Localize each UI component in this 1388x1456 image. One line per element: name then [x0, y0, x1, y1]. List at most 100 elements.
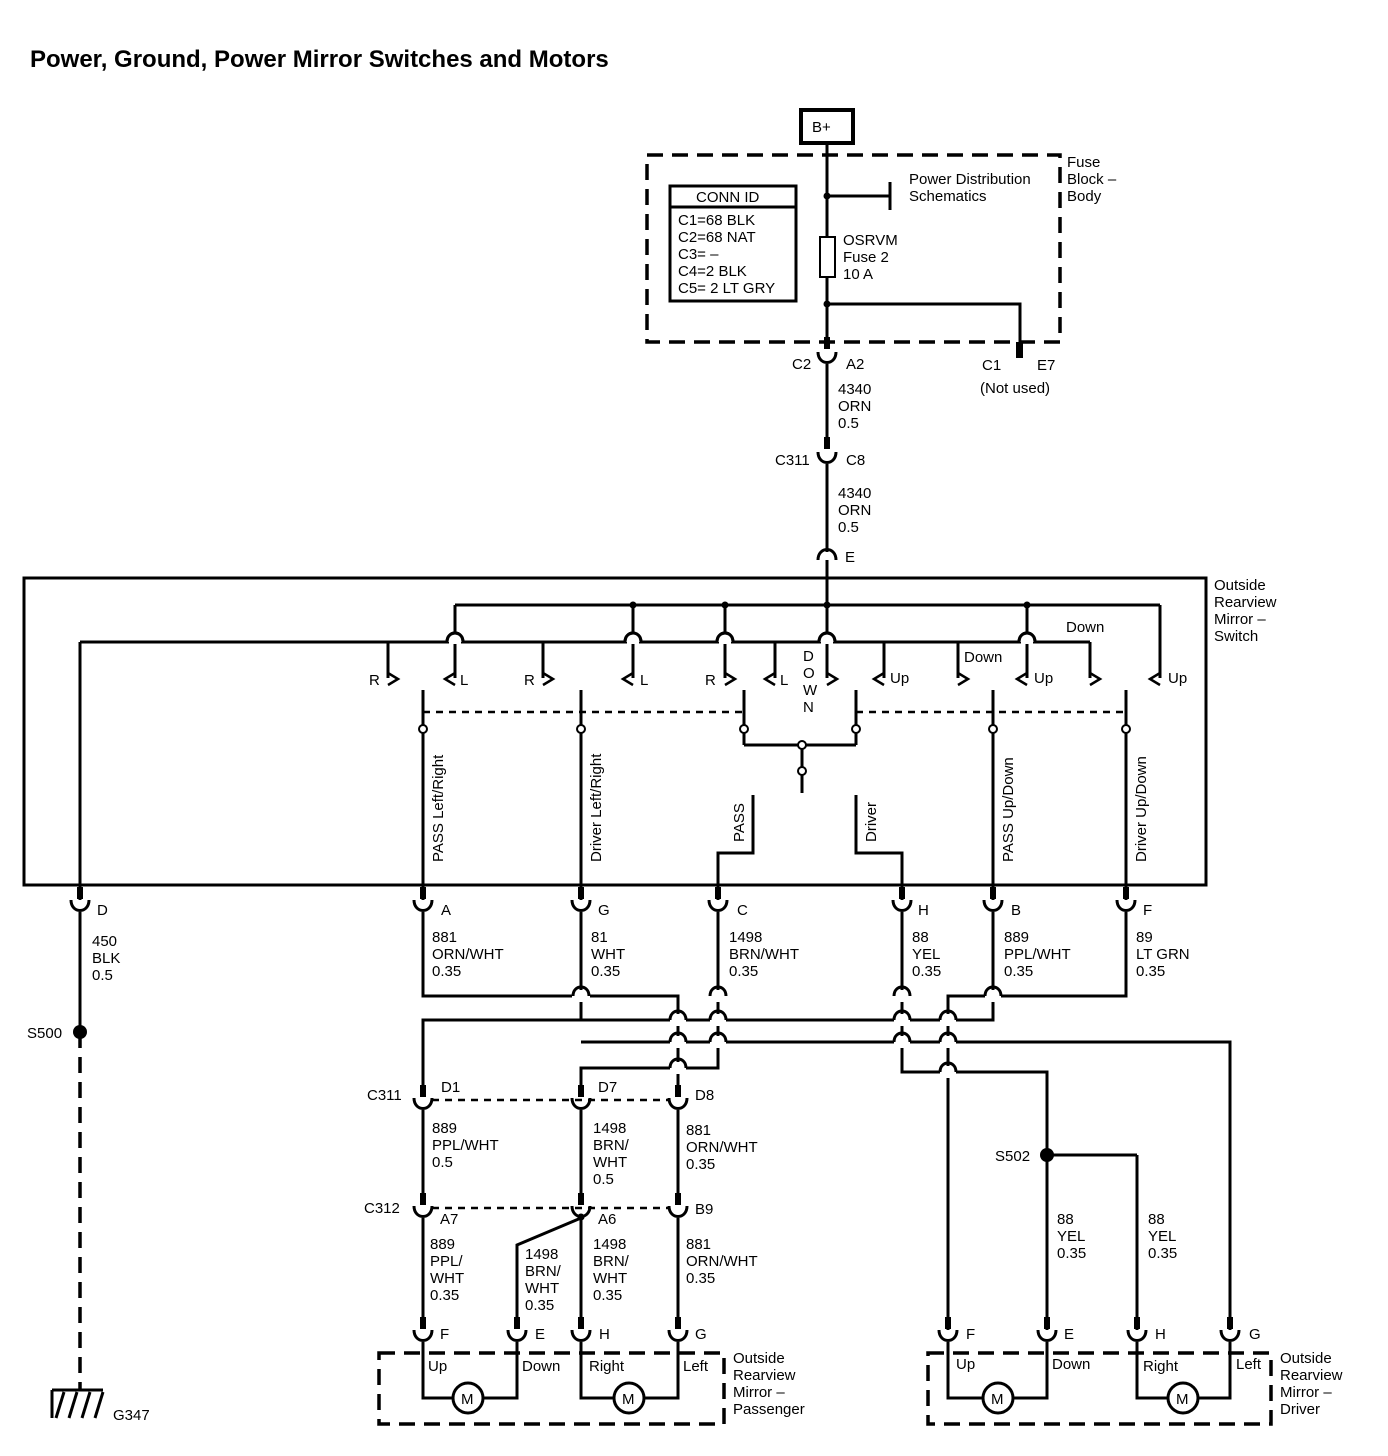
power-distribution-label: Power Distribution Schematics — [909, 171, 1031, 205]
svg-text:1498: 1498 — [729, 929, 762, 946]
svg-text:W: W — [803, 682, 818, 699]
fuse-label: OSRVM Fuse 2 10 A — [843, 232, 898, 283]
svg-text:0.35: 0.35 — [525, 1297, 554, 1314]
svg-text:R: R — [369, 672, 380, 689]
a2-label: A2 — [846, 356, 864, 373]
diagram-title: Power, Ground, Power Mirror Switches and… — [30, 46, 609, 73]
svg-text:Driver: Driver — [863, 802, 880, 842]
svg-text:Right: Right — [589, 1358, 625, 1375]
svg-text:0.35: 0.35 — [912, 963, 941, 980]
svg-text:OSRVM: OSRVM — [843, 232, 898, 249]
driver-mirror-connector — [937, 1317, 1241, 1342]
conn-id-table: CONN ID C1=68 BLK C2=68 NAT C3= – C4=2 B… — [668, 184, 798, 303]
svg-text:Block –: Block – — [1067, 171, 1117, 188]
svg-text:1498: 1498 — [525, 1246, 558, 1263]
svg-text:889: 889 — [432, 1120, 457, 1137]
svg-text:PPL/WHT: PPL/WHT — [432, 1137, 499, 1154]
svg-text:0.35: 0.35 — [1136, 963, 1165, 980]
svg-text:R: R — [524, 672, 535, 689]
svg-text:BRN/: BRN/ — [525, 1263, 562, 1280]
svg-text:ORN: ORN — [838, 398, 871, 415]
svg-text:C3= –: C3= – — [678, 246, 719, 263]
svg-text:H: H — [918, 902, 929, 919]
fuse-symbol — [819, 236, 836, 278]
c312-pin-a6: A6 — [598, 1211, 616, 1228]
fuse-block-body — [645, 153, 1062, 344]
svg-text:C2=68 NAT: C2=68 NAT — [678, 229, 756, 246]
svg-text:L: L — [640, 672, 648, 689]
svg-text:Outside: Outside — [1214, 577, 1266, 594]
svg-text:4340: 4340 — [838, 381, 871, 398]
svg-text:WHT: WHT — [591, 946, 625, 963]
switch-contact-labels: R L R L R L Up Down Up Up Down D O W N — [369, 619, 1187, 716]
svg-text:88: 88 — [1057, 1211, 1074, 1228]
passenger-mirror-connector — [412, 1317, 689, 1342]
svg-text:M: M — [622, 1391, 635, 1408]
svg-text:YEL: YEL — [1148, 1228, 1176, 1245]
c8-label: C8 — [846, 452, 865, 469]
svg-text:E: E — [535, 1326, 545, 1343]
svg-text:Body: Body — [1067, 188, 1102, 205]
battery-label: B+ — [812, 119, 831, 136]
wire-4340-lower: 4340 ORN 0.5 — [838, 485, 871, 536]
svg-text:881: 881 — [686, 1236, 711, 1253]
svg-text:G: G — [695, 1326, 707, 1343]
svg-text:Down: Down — [1066, 619, 1104, 636]
svg-text:1498: 1498 — [593, 1236, 626, 1253]
svg-text:Up: Up — [1168, 670, 1187, 687]
svg-text:Right: Right — [1143, 1358, 1179, 1375]
svg-text:L: L — [460, 672, 468, 689]
svg-text:889: 889 — [1004, 929, 1029, 946]
svg-text:0.35: 0.35 — [593, 1287, 622, 1304]
svg-text:Down: Down — [964, 649, 1002, 666]
svg-text:Mirror –: Mirror – — [1214, 611, 1266, 628]
svg-text:Schematics: Schematics — [909, 188, 987, 205]
svg-text:D: D — [97, 902, 108, 919]
svg-text:889: 889 — [430, 1236, 455, 1253]
svg-text:Left: Left — [683, 1358, 709, 1375]
svg-text:0.35: 0.35 — [1004, 963, 1033, 980]
svg-text:WHT: WHT — [593, 1154, 627, 1171]
svg-text:0.35: 0.35 — [686, 1156, 715, 1173]
ground-label: G347 — [113, 1407, 150, 1424]
c312-pin-b9: B9 — [695, 1201, 713, 1218]
svg-text:0.35: 0.35 — [1148, 1245, 1177, 1262]
svg-text:BRN/WHT: BRN/WHT — [729, 946, 799, 963]
svg-text:Passenger: Passenger — [733, 1401, 805, 1418]
svg-text:10 A: 10 A — [843, 266, 873, 283]
svg-text:0.35: 0.35 — [432, 963, 461, 980]
svg-text:0.5: 0.5 — [593, 1171, 614, 1188]
svg-text:Left: Left — [1236, 1356, 1262, 1373]
svg-text:Driver Up/Down: Driver Up/Down — [1133, 756, 1150, 862]
svg-text:BLK: BLK — [92, 950, 120, 967]
c311-pin-d8: D8 — [695, 1087, 714, 1104]
svg-text:Driver Left/Right: Driver Left/Right — [588, 753, 605, 862]
svg-text:ORN/WHT: ORN/WHT — [432, 946, 504, 963]
driver-motor-labels: Up Down Right Left — [956, 1356, 1262, 1375]
svg-text:A: A — [441, 902, 451, 919]
pin-e-label: E — [845, 549, 855, 566]
svg-text:Mirror –: Mirror – — [733, 1384, 785, 1401]
s502-label: S502 — [995, 1148, 1030, 1165]
svg-text:0.35: 0.35 — [430, 1287, 459, 1304]
svg-text:B: B — [1011, 902, 1021, 919]
svg-text:881: 881 — [686, 1122, 711, 1139]
svg-text:M: M — [991, 1391, 1004, 1408]
svg-text:0.5: 0.5 — [838, 415, 859, 432]
svg-text:Down: Down — [522, 1358, 560, 1375]
svg-text:BRN/: BRN/ — [593, 1253, 630, 1270]
svg-text:C4=2 BLK: C4=2 BLK — [678, 263, 747, 280]
svg-text:ORN: ORN — [838, 502, 871, 519]
svg-text:O: O — [803, 665, 815, 682]
svg-text:881: 881 — [432, 929, 457, 946]
svg-text:0.5: 0.5 — [838, 519, 859, 536]
svg-text:F: F — [966, 1326, 975, 1343]
driver-motor-updown: M — [981, 1381, 1015, 1415]
svg-text:4340: 4340 — [838, 485, 871, 502]
svg-text:F: F — [1143, 902, 1152, 919]
svg-text:WHT: WHT — [593, 1270, 627, 1287]
svg-text:WHT: WHT — [525, 1280, 559, 1297]
svg-text:450: 450 — [92, 933, 117, 950]
